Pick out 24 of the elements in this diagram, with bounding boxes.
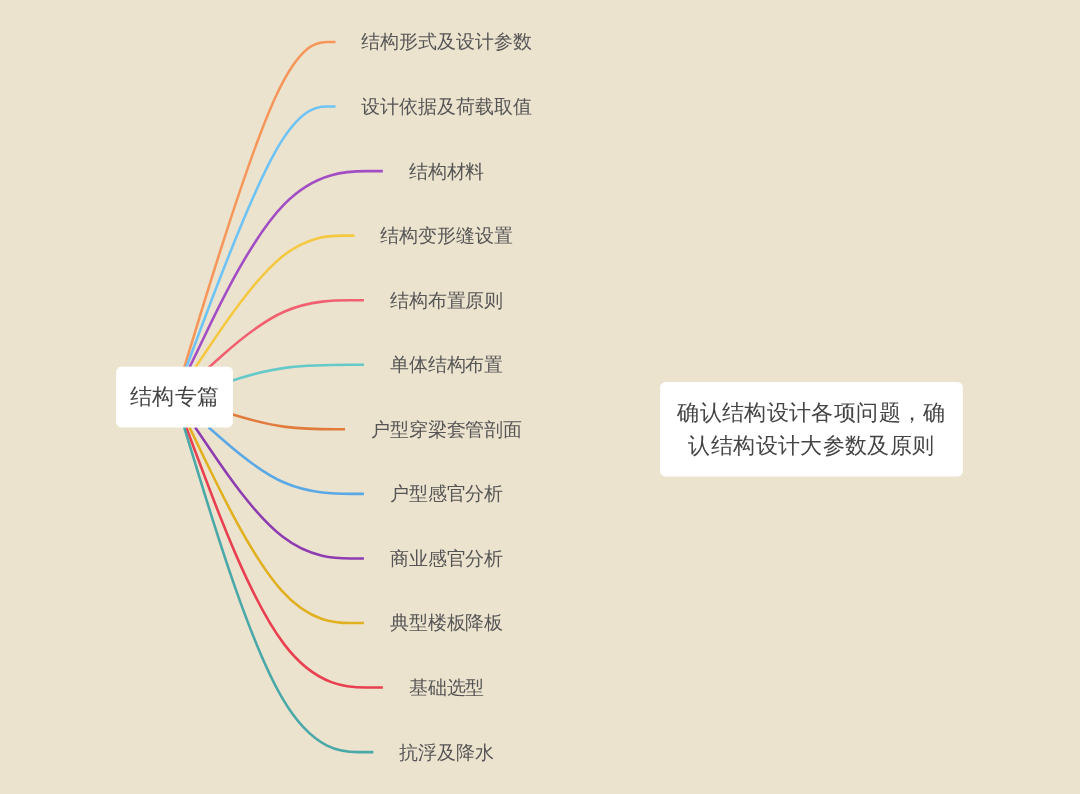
node-text: 户型感官分析 bbox=[390, 483, 504, 505]
connector bbox=[208, 298, 365, 369]
node-text: 基础选型 bbox=[409, 676, 485, 699]
connector bbox=[185, 426, 384, 689]
node-text: 商业感官分析 bbox=[390, 547, 504, 570]
node-text: 单体结构布置 bbox=[390, 353, 504, 376]
connector bbox=[232, 363, 365, 382]
connector bbox=[188, 169, 384, 369]
node-text: 典型楼板降板 bbox=[390, 612, 504, 634]
node-text: 结构材料 bbox=[409, 160, 485, 182]
connector bbox=[188, 426, 365, 625]
connector bbox=[194, 426, 365, 560]
node-text: 户型穿梁套管剖面 bbox=[371, 418, 523, 441]
node-text: 结构形式及设计参数 bbox=[361, 31, 533, 53]
connector bbox=[185, 105, 336, 369]
node-text: 结构变形缝设置 bbox=[380, 224, 514, 247]
node-text: 抗浮及降水 bbox=[399, 741, 495, 763]
connector bbox=[183, 426, 374, 754]
connector bbox=[208, 426, 365, 496]
connector bbox=[194, 234, 355, 369]
connector bbox=[183, 40, 336, 369]
node-text: 设计依据及荷载取值 bbox=[361, 95, 533, 118]
node-text: 结构布置原则 bbox=[390, 289, 504, 311]
connector bbox=[232, 413, 346, 431]
